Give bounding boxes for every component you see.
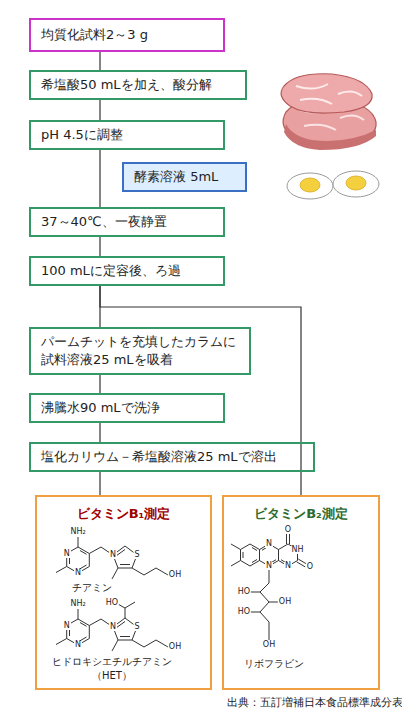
box-heading: ビタミンB₂測定 bbox=[224, 505, 378, 523]
atom-label: N bbox=[265, 562, 273, 570]
atom-label: S bbox=[133, 623, 140, 631]
atom-label: N bbox=[109, 623, 117, 631]
flow-line bbox=[99, 52, 100, 70]
step-text: パームチットを充填したカラムに 試料溶液25 mLを吸着 bbox=[41, 333, 239, 368]
step-text: 希塩酸50 mLを加え、酸分解 bbox=[41, 76, 212, 94]
process-box: 塩化カリウム－希塩酸溶液25 mLで溶出 bbox=[29, 442, 315, 472]
compound-name: チアミン bbox=[37, 581, 147, 595]
step-text: 塩化カリウム－希塩酸溶液25 mLで溶出 bbox=[41, 448, 277, 466]
flow-line bbox=[99, 150, 100, 207]
atom-label: N bbox=[74, 569, 82, 577]
flow-line bbox=[99, 423, 100, 442]
process-box: pH 4.5に調整 bbox=[29, 120, 225, 150]
process-box: 均質化試料2～3 g bbox=[29, 18, 225, 52]
atom-label: S bbox=[133, 551, 140, 559]
process-box: 37～40℃、一夜静置 bbox=[29, 207, 225, 237]
het-structure bbox=[56, 602, 168, 651]
step-text: 均質化試料2～3 g bbox=[41, 26, 148, 44]
thiamine-structure bbox=[56, 537, 168, 579]
atom-label: O bbox=[284, 526, 292, 534]
flow-line bbox=[99, 237, 100, 256]
atom-label: N bbox=[63, 622, 71, 630]
process-box: 酵素溶液 5mL bbox=[122, 162, 247, 192]
atom-label: NH₂ bbox=[69, 528, 86, 536]
flow-line bbox=[99, 472, 100, 495]
atom-label: HO bbox=[237, 608, 251, 616]
step-text: pH 4.5に調整 bbox=[41, 126, 123, 144]
atom-label: O bbox=[306, 563, 314, 571]
process-box: パームチットを充填したカラムに 試料溶液25 mLを吸着 bbox=[29, 327, 251, 375]
atom-label: OH bbox=[168, 643, 182, 651]
step-text: 100 mLに定容後、ろ過 bbox=[41, 262, 181, 280]
flow-line bbox=[99, 375, 100, 393]
flow-line bbox=[99, 100, 100, 120]
process-box: 希塩酸50 mLを加え、酸分解 bbox=[29, 70, 247, 100]
step-text: 37～40℃、一夜静置 bbox=[41, 213, 167, 231]
compound-name: リボフラビン bbox=[224, 657, 324, 671]
compound-name: ヒドロキシエチルチアミン （HET） bbox=[47, 655, 177, 682]
atom-label: OH bbox=[262, 641, 276, 649]
source-note: 出典：五訂増補日本食品標準成分表 bbox=[226, 697, 402, 708]
box-heading: ビタミンB₁測定 bbox=[37, 505, 210, 523]
riboflavin-structure bbox=[231, 534, 307, 640]
atom-label: OH bbox=[278, 598, 292, 606]
egg-illustration bbox=[287, 171, 379, 199]
process-box: 沸騰水90 mLで洗浄 bbox=[29, 393, 225, 423]
atom-label: NH bbox=[291, 546, 305, 554]
process-box: 100 mLに定容後、ろ過 bbox=[29, 256, 225, 286]
atom-label: N bbox=[284, 562, 292, 570]
meat-illustration bbox=[281, 74, 376, 150]
step-text: 沸騰水90 mLで洗浄 bbox=[41, 399, 160, 417]
atom-label: N bbox=[109, 551, 117, 559]
atom-label: HO bbox=[105, 599, 119, 607]
atom-label: NH₂ bbox=[69, 600, 86, 608]
atom-label: N bbox=[63, 550, 71, 558]
step-text: 酵素溶液 5mL bbox=[134, 168, 218, 186]
atom-label: N bbox=[74, 641, 82, 649]
atom-label: N bbox=[265, 540, 273, 548]
result-box: ビタミンB₁測定チアミンヒドロキシエチルチアミン （HET） bbox=[35, 495, 212, 690]
atom-label: OH bbox=[168, 571, 182, 579]
atom-label: HO bbox=[237, 588, 251, 596]
